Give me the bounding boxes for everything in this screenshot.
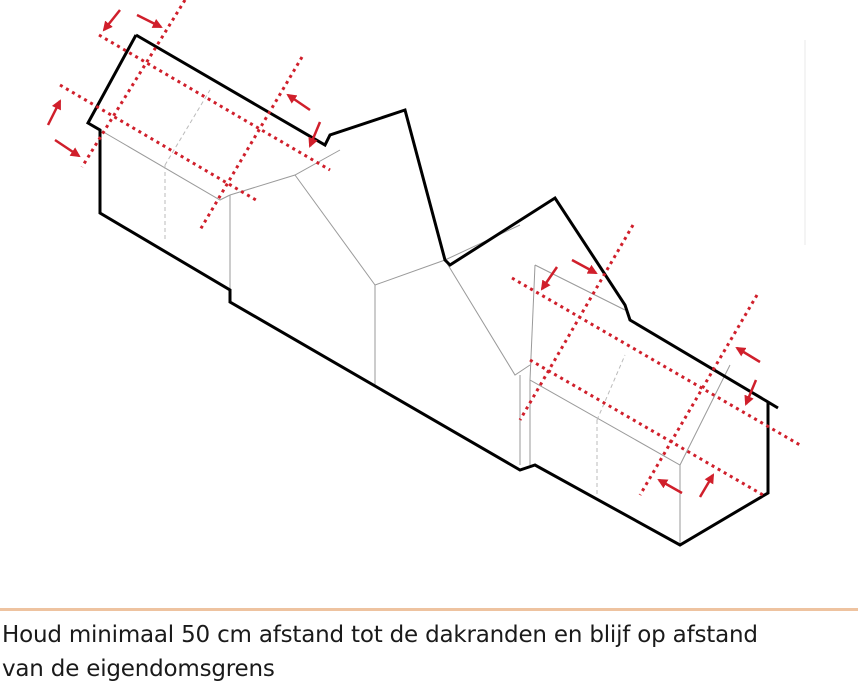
clearance-lines: [59, 0, 801, 497]
caption-line-2: van de eigendomsgrens: [2, 656, 275, 682]
house-outline-icon: [85, 33, 779, 547]
house-roof-clearance-diagram: [46, 0, 806, 547]
dashed-internal-lines: [164, 89, 626, 495]
caption-line-1: Houd minimaal 50 cm afstand tot de dakra…: [2, 622, 758, 648]
caption: Houd minimaal 50 cm afstand tot de dakra…: [2, 618, 852, 686]
thin-edges: [99, 40, 806, 545]
arrow-icons: [46, 9, 761, 498]
caption-separator: [0, 608, 858, 611]
